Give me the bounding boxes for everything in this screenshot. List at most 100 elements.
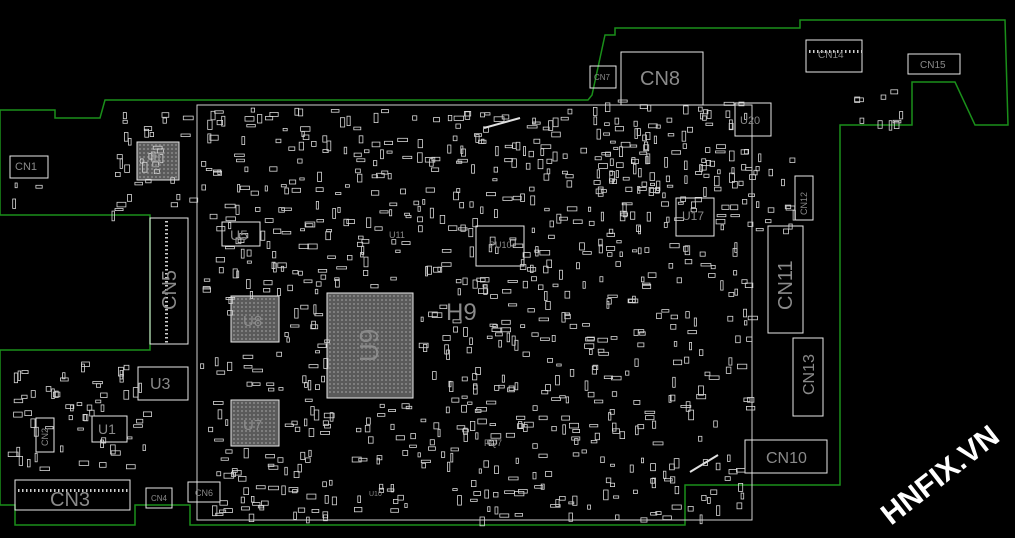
smd-part bbox=[701, 158, 707, 163]
bga-ball bbox=[377, 367, 379, 369]
bga-ball bbox=[269, 434, 271, 436]
smd-part bbox=[523, 424, 528, 432]
smd-part bbox=[455, 123, 461, 129]
bga-ball bbox=[381, 355, 383, 357]
smd-part bbox=[478, 288, 489, 295]
smd-part bbox=[241, 136, 246, 146]
smd-part bbox=[273, 262, 277, 273]
label-u3: U3 bbox=[150, 376, 171, 393]
bga-ball bbox=[329, 323, 331, 325]
smd-part bbox=[892, 119, 902, 124]
smd-part bbox=[478, 139, 487, 144]
smd-part bbox=[490, 433, 502, 439]
bga-ball bbox=[385, 359, 387, 361]
smd-part bbox=[207, 119, 213, 130]
bga-ball bbox=[341, 387, 343, 389]
smd-part bbox=[716, 214, 727, 218]
smd-part bbox=[115, 171, 121, 177]
bga-ball bbox=[409, 383, 411, 385]
smd-part bbox=[122, 112, 127, 120]
smd-part bbox=[70, 404, 74, 412]
bga-ball bbox=[155, 176, 157, 178]
connector-pin bbox=[861, 50, 863, 53]
smd-part bbox=[744, 320, 748, 326]
smd-part bbox=[533, 138, 541, 144]
bga-ball bbox=[261, 298, 263, 300]
smd-part bbox=[313, 409, 320, 421]
bga-ball bbox=[381, 387, 383, 389]
bga-ball bbox=[389, 299, 391, 301]
bga-ball bbox=[401, 391, 403, 393]
bga-ball bbox=[353, 359, 355, 361]
smd-part bbox=[462, 277, 468, 286]
bga-ball bbox=[237, 306, 239, 308]
smd-part bbox=[388, 408, 396, 412]
bga-ball bbox=[245, 426, 247, 428]
bga-ball bbox=[353, 355, 355, 357]
bga-ball bbox=[163, 168, 165, 170]
bga-ball bbox=[397, 323, 399, 325]
smd-part bbox=[609, 171, 615, 182]
bga-ball bbox=[265, 422, 267, 424]
smd-part bbox=[275, 138, 282, 144]
smd-part bbox=[420, 418, 427, 423]
connector-pin bbox=[829, 50, 831, 53]
smd-part bbox=[281, 230, 292, 235]
smd-part bbox=[423, 343, 428, 352]
smd-part bbox=[360, 251, 364, 258]
smd-part bbox=[240, 248, 245, 259]
bga-ball bbox=[349, 351, 351, 353]
bga-ball bbox=[143, 160, 145, 162]
smd-part bbox=[716, 505, 721, 516]
smd-part bbox=[571, 436, 581, 441]
label-cn14: CN14 bbox=[818, 50, 844, 61]
bga-ball bbox=[385, 311, 387, 313]
bga-ball bbox=[353, 331, 355, 333]
bga-ball bbox=[329, 315, 331, 317]
bga-ball bbox=[397, 351, 399, 353]
label-cn11: CN11 bbox=[775, 260, 797, 310]
connector-pin bbox=[66, 489, 68, 492]
smd-part bbox=[484, 112, 491, 116]
bga-ball bbox=[361, 383, 363, 385]
smd-part bbox=[276, 351, 282, 357]
smd-part bbox=[45, 386, 52, 392]
bga-ball bbox=[389, 331, 391, 333]
bga-ball bbox=[273, 426, 275, 428]
bga-ball bbox=[233, 322, 235, 324]
smd-part bbox=[664, 478, 673, 482]
label-h9: H9 bbox=[446, 299, 477, 326]
bga-ball bbox=[365, 363, 367, 365]
connector-pin bbox=[90, 489, 92, 492]
smd-part bbox=[170, 177, 175, 184]
smd-part bbox=[127, 137, 132, 146]
smd-part bbox=[214, 438, 224, 442]
bga-ball bbox=[337, 323, 339, 325]
smd-part bbox=[110, 444, 116, 455]
bga-ball bbox=[139, 144, 141, 146]
bga-ball bbox=[143, 148, 145, 150]
bga-ball bbox=[261, 310, 263, 312]
smd-part bbox=[395, 249, 401, 254]
smd-part bbox=[291, 187, 302, 193]
smd-part bbox=[100, 439, 104, 448]
smd-part bbox=[238, 475, 247, 482]
smd-part bbox=[377, 413, 386, 417]
bga-ball bbox=[345, 307, 347, 309]
bga-ball bbox=[333, 383, 335, 385]
smd-part bbox=[278, 387, 284, 391]
bga-ball bbox=[393, 303, 395, 305]
bga-ball bbox=[385, 363, 387, 365]
smd-part bbox=[371, 141, 381, 148]
smd-part bbox=[314, 313, 324, 317]
smd-part bbox=[700, 263, 712, 267]
smd-part bbox=[363, 256, 369, 268]
smd-part bbox=[755, 227, 764, 232]
smd-part bbox=[633, 489, 638, 494]
bga-ball bbox=[401, 303, 403, 305]
bga-ball bbox=[273, 338, 275, 340]
bga-ball bbox=[273, 422, 275, 424]
smd-part bbox=[378, 487, 384, 493]
bga-ball bbox=[329, 375, 331, 377]
smd-part bbox=[82, 413, 87, 421]
